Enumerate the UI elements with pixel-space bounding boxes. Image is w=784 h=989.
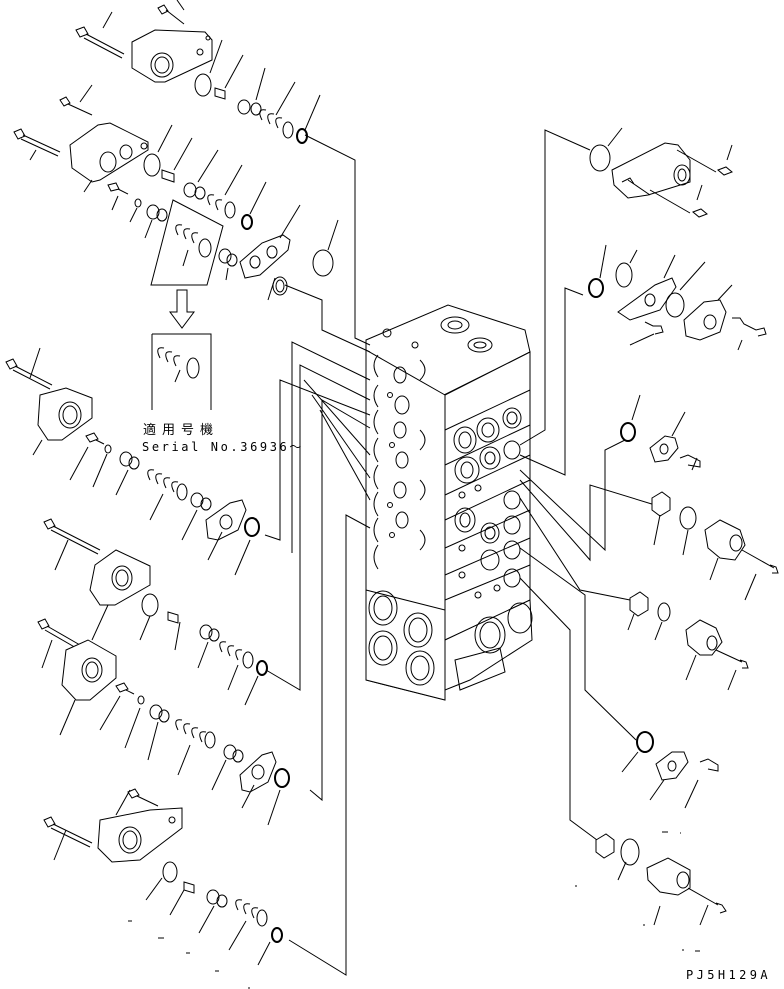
valve-block [366,305,532,700]
variant-callout [151,200,338,410]
figure-code: PJ5H129A [686,968,771,982]
plug [215,88,225,99]
applicability-title: 適用号機 [143,423,220,438]
cover-assembly-fifth [38,619,289,825]
o-ring [195,74,211,96]
plate [240,235,290,278]
cover-assembly-right-bottom [575,832,726,951]
valve-ports-right [454,408,521,598]
cover-assembly-right-third [621,395,700,470]
cover-assembly-fourth [44,519,267,705]
cover-assembly-bottom [44,789,282,988]
valve-ports-left [374,355,425,569]
valve-ports-bottom [369,591,532,690]
cover-assembly-third [6,348,259,575]
serial-number-note: Serial No.36936～ [142,440,304,454]
cover-assembly-right-sixth [622,732,718,808]
cover-assembly-right-top [590,128,732,217]
sleeve [238,100,250,114]
cover-assembly-second [14,85,266,238]
retainer-ring [297,129,307,143]
cover-assembly-right-fifth [628,592,748,690]
down-arrow-icon [170,290,194,328]
leader-lines-left [265,135,370,975]
spring [260,110,282,128]
cover-assembly-top [76,0,320,143]
cover-assembly-right-second [589,245,766,350]
leader-lines-right [520,130,655,840]
cover-assembly-right-fourth [652,492,778,600]
